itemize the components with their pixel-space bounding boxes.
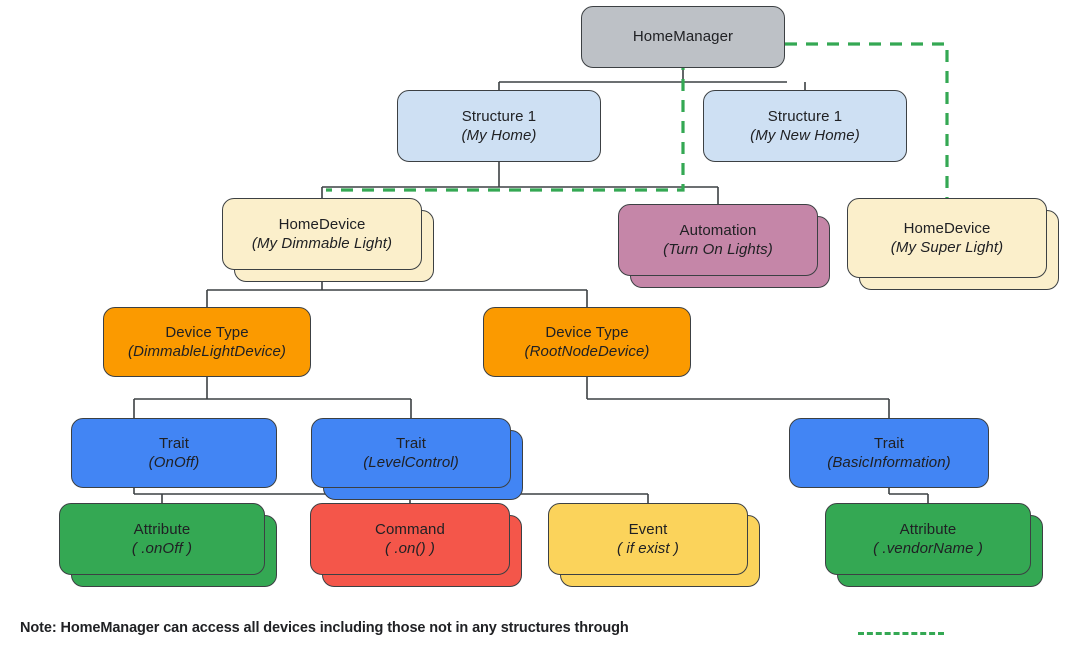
home-manager-node[interactable]: HomeManager [581, 6, 785, 68]
command-on-title: Command [375, 520, 445, 538]
command-on-subtitle: ( .on() ) [384, 540, 436, 557]
attribute-onoff[interactable]: Attribute ( .onOff ) [59, 503, 265, 575]
home-device-my-dimmable-light-title: HomeDevice [278, 215, 366, 233]
structure-my-home-node-title: Structure 1 [461, 107, 537, 125]
home-device-my-super-light[interactable]: HomeDevice (My Super Light) [847, 198, 1047, 278]
event-if-exist-title: Event [628, 520, 668, 538]
structure-my-new-home-node-subtitle: (My New Home) [750, 127, 860, 144]
device-type-dimmablelightdevice-title: Device Type [165, 323, 249, 341]
structure-my-new-home-node[interactable]: Structure 1 (My New Home) [703, 90, 907, 162]
trait-onoff-subtitle: (OnOff) [148, 454, 200, 471]
home-device-my-dimmable-light[interactable]: HomeDevice (My Dimmable Light) [222, 198, 422, 270]
home-manager-node-title: HomeManager [632, 28, 734, 46]
device-type-rootnodedevice-title: Device Type [545, 323, 629, 341]
attribute-onoff-subtitle: ( .onOff ) [131, 540, 193, 557]
trait-onoff[interactable]: Trait (OnOff) [71, 418, 277, 488]
automation-turn-on-lights-subtitle: (Turn On Lights) [663, 241, 773, 258]
device-type-dimmablelightdevice[interactable]: Device Type (DimmableLightDevice) [103, 307, 311, 377]
trait-levelcontrol[interactable]: Trait (LevelControl) [311, 418, 511, 488]
structure-my-home-node-subtitle: (My Home) [461, 127, 537, 144]
trait-basicinformation-subtitle: (BasicInformation) [827, 454, 951, 471]
device-type-rootnodedevice[interactable]: Device Type (RootNodeDevice) [483, 307, 691, 377]
home-device-my-dimmable-light-subtitle: (My Dimmable Light) [251, 235, 393, 252]
edge-homemanager-to-structures [498, 68, 806, 90]
footnote-text: Note: HomeManager can access all devices… [20, 620, 629, 636]
trait-levelcontrol-subtitle: (LevelControl) [363, 454, 459, 471]
attribute-vendorname-subtitle: ( .vendorName ) [873, 540, 983, 557]
trait-levelcontrol-title: Trait [396, 434, 426, 452]
trait-basicinformation-title: Trait [874, 434, 904, 452]
device-type-dimmablelightdevice-subtitle: (DimmableLightDevice) [128, 343, 286, 360]
structure-my-home-node[interactable]: Structure 1 (My Home) [397, 90, 601, 162]
attribute-vendorname[interactable]: Attribute ( .vendorName ) [825, 503, 1031, 575]
automation-turn-on-lights[interactable]: Automation (Turn On Lights) [618, 204, 818, 276]
trait-onoff-title: Trait [159, 434, 189, 452]
attribute-onoff-title: Attribute [133, 520, 191, 538]
edge-devtype-root-to-trait [586, 377, 890, 418]
structure-my-new-home-node-title: Structure 1 [767, 107, 843, 125]
footnote-legend-dashed-line [858, 632, 944, 635]
command-on[interactable]: Command ( .on() ) [310, 503, 510, 575]
event-if-exist[interactable]: Event ( if exist ) [548, 503, 748, 575]
home-device-my-super-light-subtitle: (My Super Light) [890, 239, 1004, 256]
event-if-exist-subtitle: ( if exist ) [616, 540, 680, 557]
home-device-my-super-light-title: HomeDevice [903, 219, 991, 237]
attribute-vendorname-title: Attribute [899, 520, 957, 538]
edge-trait-basicinfo-to-attr [888, 488, 929, 503]
edge-devtype-dimmable-to-traits [133, 377, 412, 418]
trait-basicinformation[interactable]: Trait (BasicInformation) [789, 418, 989, 488]
automation-turn-on-lights-title: Automation [679, 221, 757, 239]
device-type-rootnodedevice-subtitle: (RootNodeDevice) [524, 343, 650, 360]
